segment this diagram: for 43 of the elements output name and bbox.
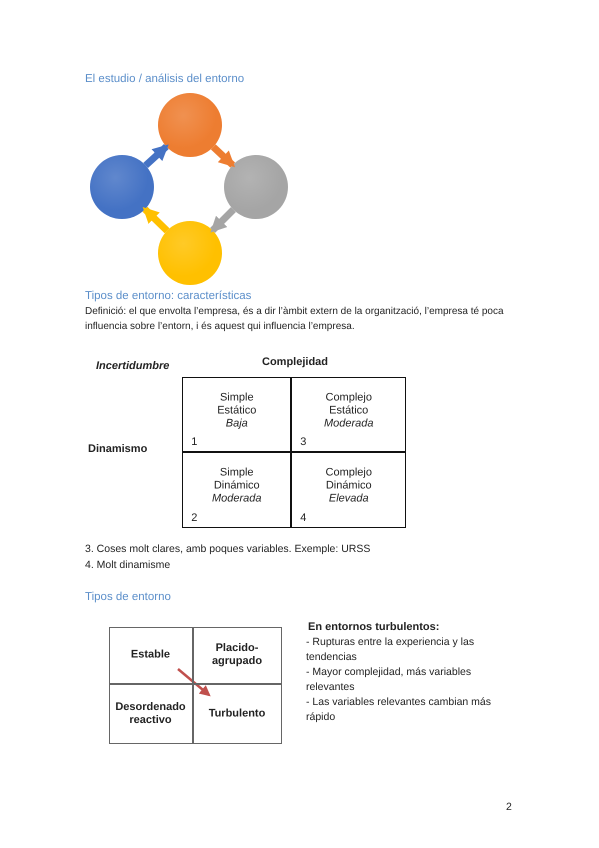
- matrix-cell: [291, 452, 406, 528]
- circle-node: [158, 93, 222, 157]
- section-heading: Tipos de entorno: [85, 590, 172, 605]
- note: 3. Coses molt clares, amb poques variables. Exemple: URSS: [85, 542, 372, 557]
- list-item: - Rupturas entre la experiencia y las tendencias: [306, 635, 476, 665]
- matrix-cell: [182, 377, 292, 452]
- circle-node: [224, 155, 288, 219]
- cell-text: Simple Estático Baja: [217, 391, 256, 430]
- cell-number: 3: [300, 436, 306, 448]
- list-heading: En entornos turbulentos:: [308, 620, 440, 635]
- section-heading: Tipos de entorno: características: [85, 289, 252, 304]
- circle-node: [158, 221, 222, 285]
- axis-label: Complejidad: [262, 355, 328, 370]
- cell-text: Complejo Dinámico Elevada: [326, 466, 372, 506]
- cell-number: 4: [300, 512, 306, 524]
- cell-number: 1: [191, 436, 198, 448]
- note: 4. Molt dinamisme: [85, 558, 172, 573]
- matrix-cell: [291, 377, 406, 452]
- arrow: [142, 206, 170, 234]
- quadrant-cell: [192, 626, 282, 684]
- cell-text: Placido-agrupado: [212, 642, 262, 668]
- arrow: [210, 144, 236, 168]
- list-item: - Las variables relevantes cambian más rápido: [306, 695, 492, 725]
- cell-text: Turbulento: [208, 707, 266, 720]
- cell-text: Desordenado reactivo: [115, 700, 186, 726]
- arrow: [210, 207, 236, 233]
- quadrant-cell: [108, 626, 192, 684]
- quadrant-cell: [192, 684, 282, 744]
- axis-label: Incertidumbre: [96, 359, 170, 374]
- page-number: 2: [506, 800, 512, 815]
- matrix-cell: [182, 452, 292, 528]
- cell-text: Simple Dinámico Moderada: [212, 466, 262, 506]
- axis-label: Dinamismo: [88, 442, 148, 457]
- quadrant-cell: [108, 684, 192, 744]
- paragraph: Definició: el que envolta l’empresa, és a dir l’àmbit extern de la organització, l’empresa té poca influencia sobre l’entorn, i és aquest qui influencia l’empresa.: [85, 305, 505, 334]
- list-item: - Mayor complejidad, más variables relevantes: [306, 665, 472, 695]
- arrow: [143, 144, 169, 168]
- cell-text: Complejo Estático Moderada: [324, 391, 374, 430]
- arrow: [177, 668, 211, 696]
- cell-text: Estable: [130, 648, 170, 662]
- circle-node: [90, 155, 154, 219]
- section-heading: El estudio / análisis del entorno: [85, 72, 244, 87]
- cell-number: 2: [191, 512, 198, 524]
